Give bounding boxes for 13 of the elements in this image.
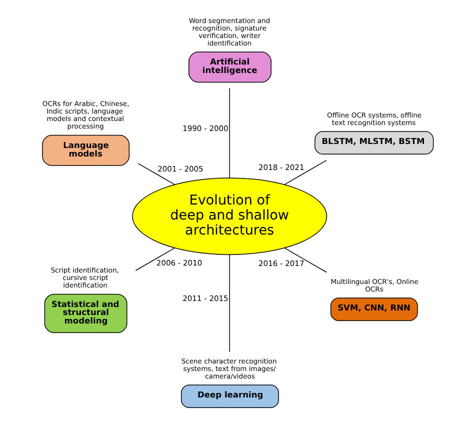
connector bbox=[284, 248, 326, 273]
edge-label: 2011 - 2015 bbox=[182, 294, 228, 303]
edge-label: 1990 - 2000 bbox=[182, 124, 228, 133]
connector bbox=[284, 160, 326, 185]
connector bbox=[137, 163, 175, 185]
node-ellipse: Evolution of deep and shallow architectures bbox=[132, 178, 327, 255]
edge-label: 2006 - 2010 bbox=[156, 258, 202, 268]
edge-label: 2001 - 2005 bbox=[157, 164, 203, 174]
edge-label: 2016 - 2017 bbox=[258, 259, 304, 268]
connector bbox=[228, 88, 230, 178]
edge-label: 2018 - 2021 bbox=[258, 163, 304, 172]
connector bbox=[134, 248, 175, 271]
connector bbox=[228, 254, 230, 352]
